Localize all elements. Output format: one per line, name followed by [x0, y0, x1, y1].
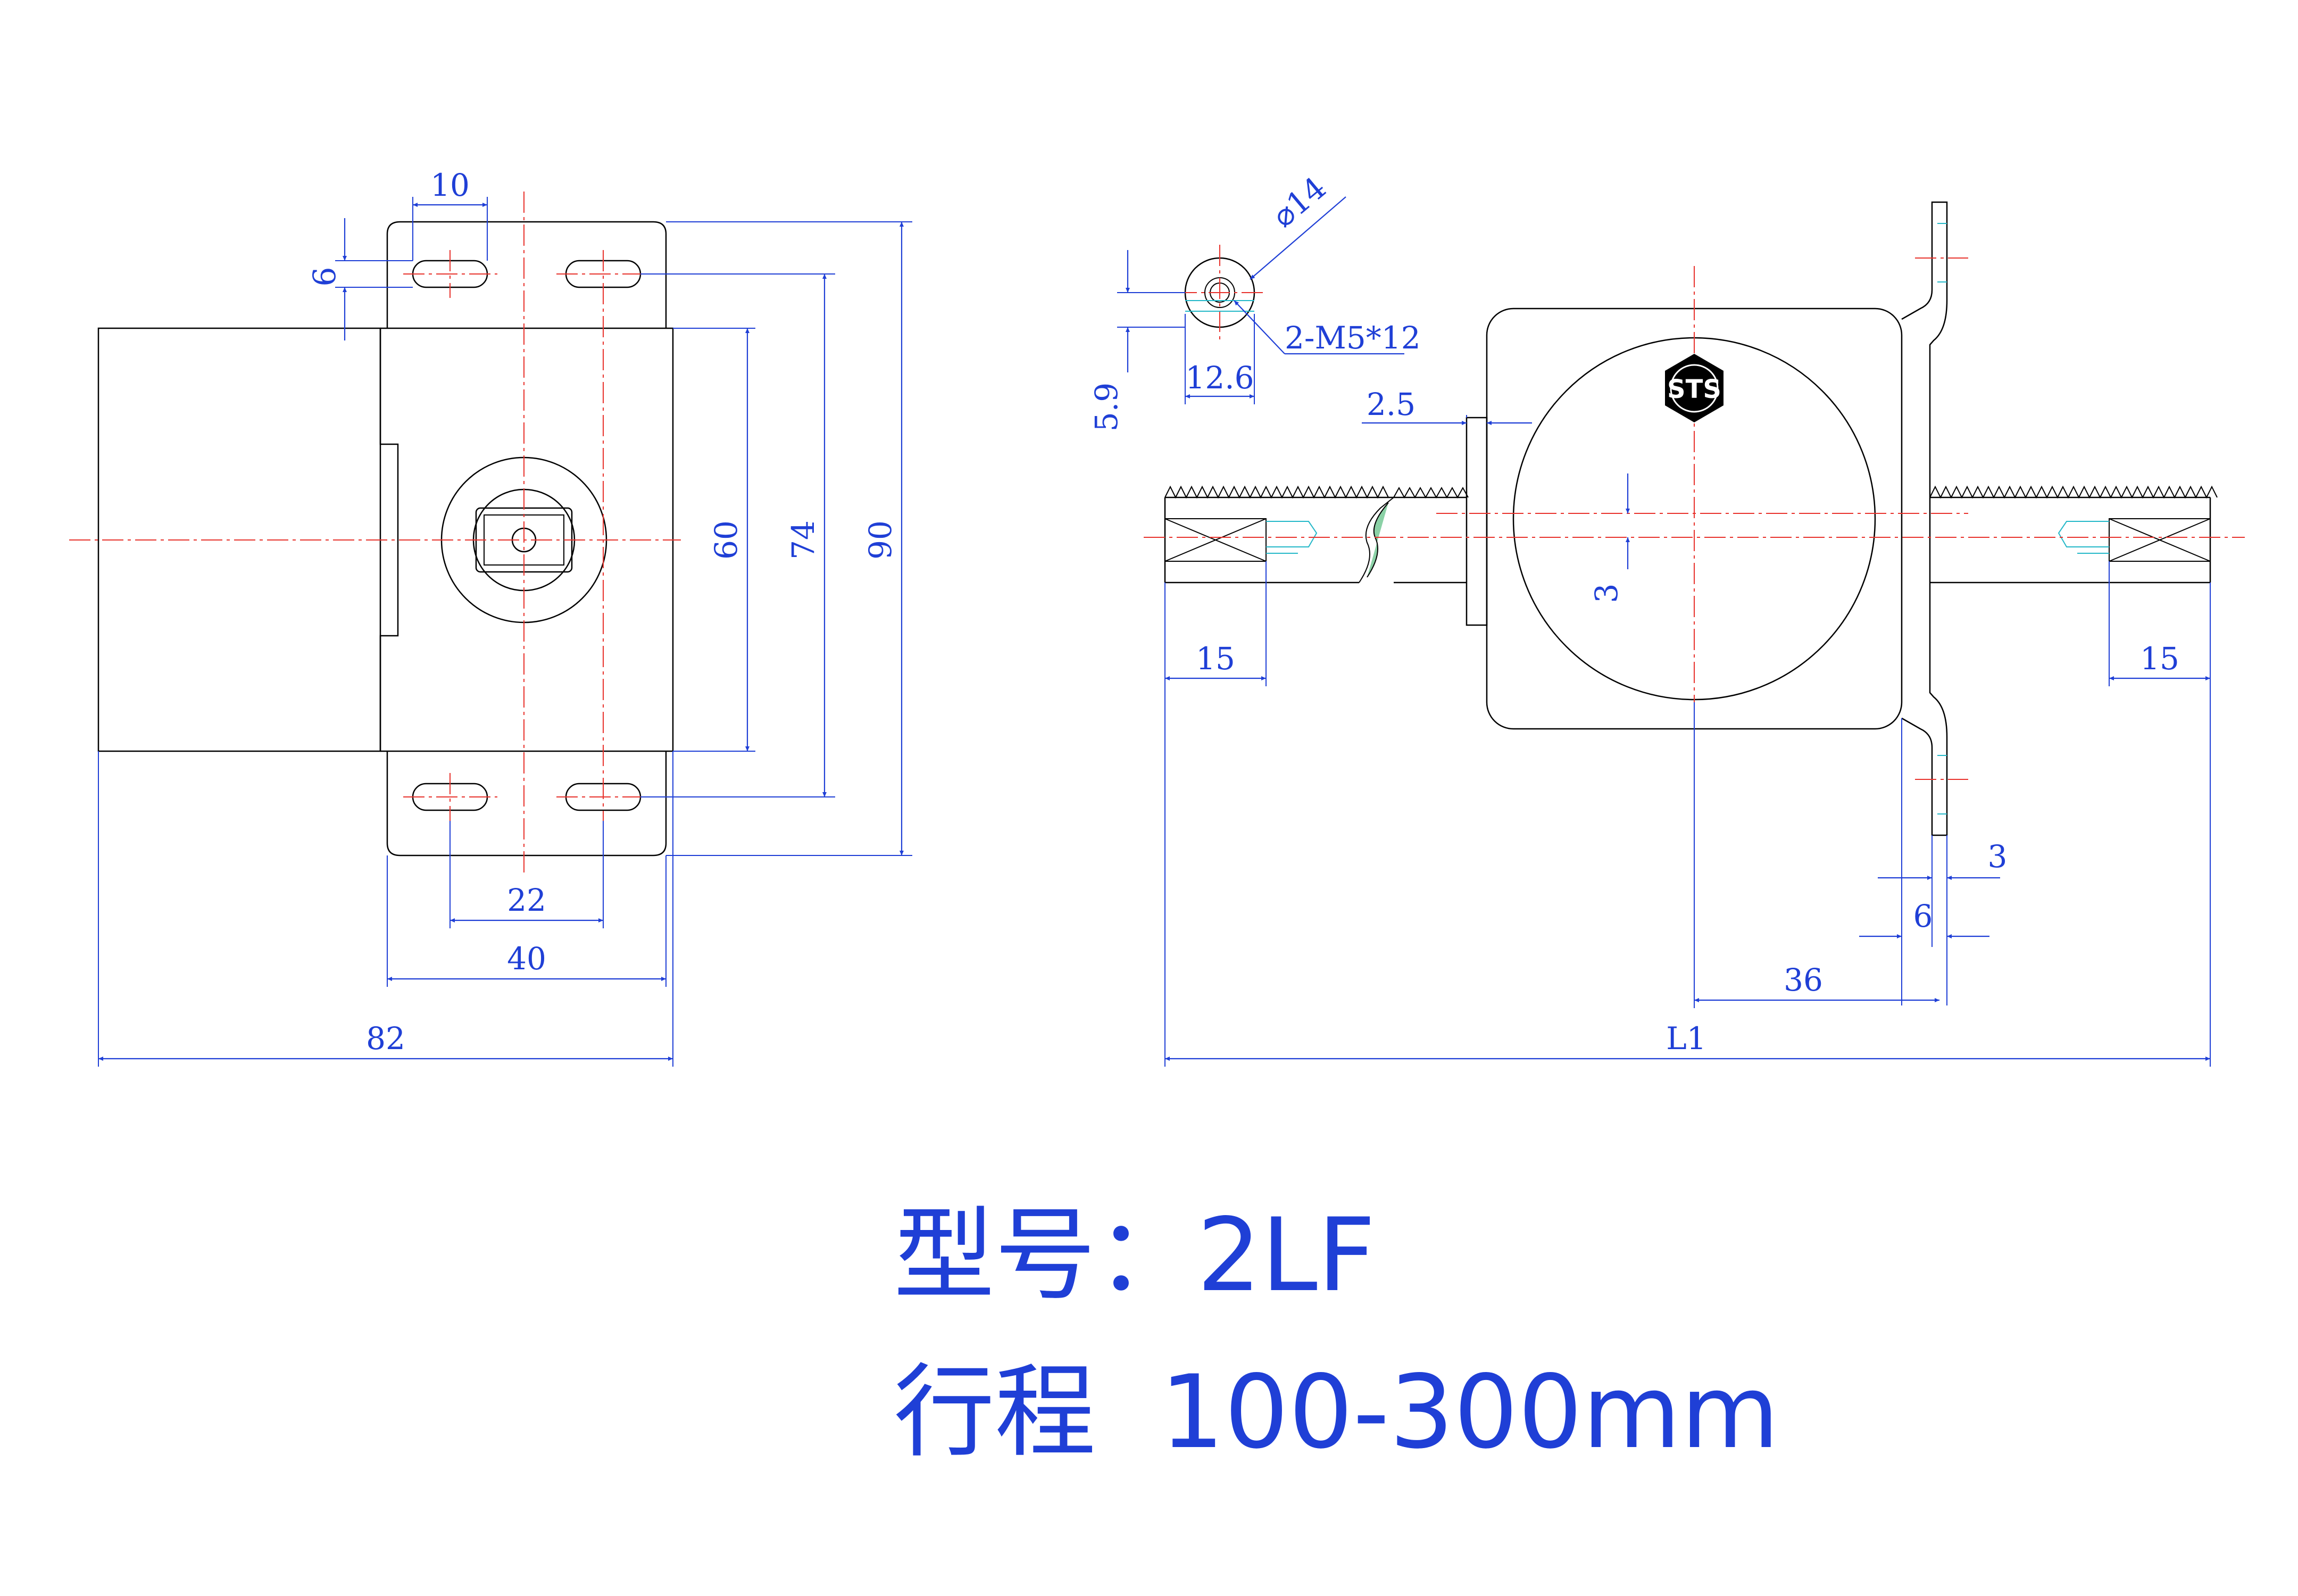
- dim-total-length: L1: [1666, 1020, 1706, 1057]
- front-plate: [1466, 417, 1488, 626]
- dim-plate-gap: 2.5: [1367, 386, 1416, 422]
- dim-bracket-3: 3: [1988, 838, 2008, 875]
- rack-right: [1929, 485, 2218, 584]
- svg-text:STS: STS: [1667, 375, 1721, 404]
- rack-left: [1164, 485, 1394, 584]
- dim-40: 40: [507, 941, 546, 977]
- dim-rod-thread: 2-M5*12: [1285, 320, 1421, 356]
- side-view: ⌀14 2-M5*12 12.6 5.9: [1088, 170, 2245, 1067]
- dim-90: 90: [862, 520, 898, 560]
- dim-22: 22: [507, 882, 546, 918]
- dim-rod-dia: ⌀14: [1265, 170, 1333, 235]
- sts-logo: STS: [1665, 354, 1724, 422]
- front-view: 10 6 60 74 90 22 40: [69, 167, 912, 1067]
- break-mark: [1367, 502, 1389, 578]
- lower-flange: [386, 751, 667, 857]
- model-caption: 型号：2LF: [894, 1196, 1376, 1314]
- dim-rod-offset: 5.9: [1088, 383, 1125, 431]
- dim-end-right: 15: [2140, 641, 2179, 677]
- dim-82: 82: [366, 1020, 405, 1057]
- dim-74: 74: [785, 520, 821, 560]
- dim-bracket-6: 6: [1913, 898, 1933, 934]
- dim-center-36: 36: [1784, 962, 1823, 998]
- dim-rod-across: 12.6: [1185, 360, 1254, 396]
- dim-slot-width: 10: [430, 167, 470, 203]
- dim-60: 60: [708, 520, 744, 560]
- upper-flange: [386, 221, 667, 328]
- dim-slot-height: 6: [306, 267, 343, 287]
- mount-bracket: [1901, 201, 1948, 836]
- dim-offset-3: 3: [1588, 584, 1625, 603]
- dim-end-left: 15: [1196, 641, 1235, 677]
- stroke-caption: 行程 100-300mm: [894, 1353, 1779, 1471]
